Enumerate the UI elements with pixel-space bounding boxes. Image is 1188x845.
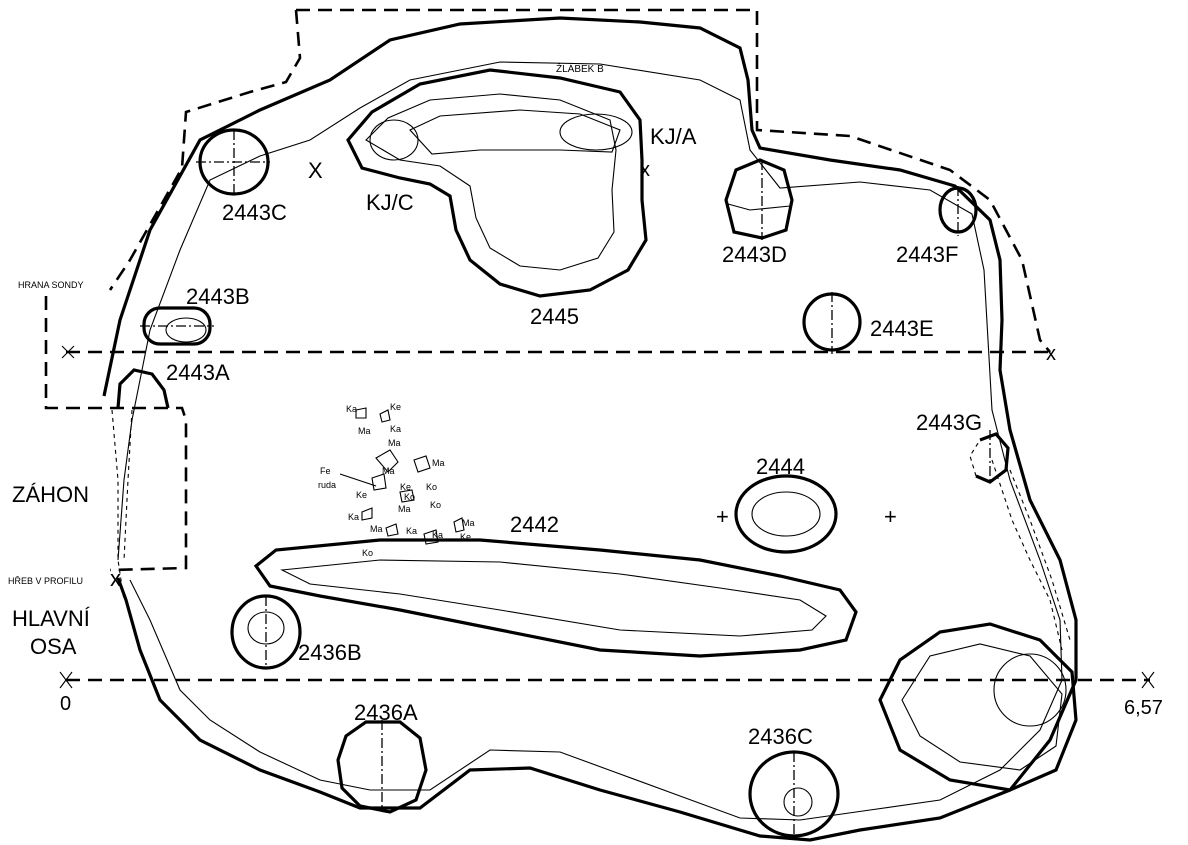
mark-x-top: X — [308, 158, 323, 183]
find-label: Ko — [362, 548, 373, 558]
find-label: ruda — [318, 480, 336, 490]
find-label: Ke — [390, 402, 401, 412]
mark-plus-left: + — [716, 504, 729, 529]
trench-edge — [44, 8, 1051, 572]
find-label: Ma — [358, 426, 371, 436]
label-2443c: 2443C — [222, 200, 287, 225]
label-2436c: 2436C — [748, 724, 813, 749]
label-zahon: ZÁHON — [12, 482, 89, 507]
feature-drop-shape — [878, 622, 1078, 792]
find-label: Ma — [370, 524, 383, 534]
feature-2443a — [116, 368, 170, 409]
label-osa: OSA — [30, 634, 77, 659]
feature-2436a — [336, 720, 428, 814]
find-label: Ke — [400, 482, 411, 492]
label-kj-c: KJ/C — [366, 190, 414, 215]
feature-2443c — [196, 128, 270, 196]
feature-2436c — [748, 750, 840, 838]
find-label: Ka — [432, 530, 443, 540]
feature-2443e — [802, 292, 862, 354]
main-pit — [102, 16, 1078, 842]
label-kj-a: KJ/A — [650, 124, 697, 149]
feature-2443g — [969, 430, 1010, 484]
mark-x-right: x — [1046, 343, 1056, 365]
label-2443d: 2443D — [722, 242, 787, 267]
find-label: Ko — [404, 492, 415, 502]
label-2442: 2442 — [510, 512, 559, 537]
label-2445: 2445 — [530, 304, 579, 329]
find-label: Ma — [432, 458, 445, 468]
label-axis-end: 6,57 — [1124, 697, 1163, 719]
label-2443b: 2443B — [186, 284, 250, 309]
mark-x-hreb: x — [110, 566, 121, 591]
feature-2443d — [724, 158, 794, 240]
label-2443f: 2443F — [896, 242, 958, 267]
feature-2436b — [230, 594, 302, 670]
label-2443e: 2443E — [870, 316, 934, 341]
label-axis-start: 0 — [60, 693, 71, 715]
label-2444: 2444 — [756, 454, 805, 479]
find-label: Ko — [426, 482, 437, 492]
find-label: Ma — [382, 466, 395, 476]
main-axis — [59, 345, 1155, 689]
label-2443a: 2443A — [166, 360, 230, 385]
find-label: Ka — [346, 404, 357, 414]
label-hrana-sondy: HRANA SONDY — [18, 280, 84, 290]
find-label: Ma — [388, 438, 401, 448]
find-label: Ka — [406, 526, 417, 536]
find-label: Fe — [320, 466, 331, 476]
feature-2442 — [253, 538, 858, 658]
label-zlabek-b: ŽLÁBEK B — [556, 62, 604, 75]
find-label: Ka — [390, 424, 401, 434]
feature-2443f — [938, 186, 978, 236]
finds-labels: Ka Ke Ma Ka Ma Ma Ma Ke Ko Ke Ko Ka Ma K… — [318, 402, 475, 558]
find-label: Ke — [356, 490, 367, 500]
find-label: Ke — [460, 532, 471, 542]
label-hlavni: HLAVNÍ — [12, 606, 91, 631]
feature-2444 — [734, 474, 838, 554]
feature-2445 — [346, 68, 648, 298]
find-label: Ma — [462, 518, 475, 528]
finds-cluster — [339, 407, 465, 545]
label-2443g: 2443G — [916, 410, 982, 435]
label-hreb: HŘEB V PROFILU — [8, 576, 83, 586]
mark-x-kja: x — [640, 159, 650, 181]
feature-2443b — [140, 306, 214, 346]
label-2436a: 2436A — [354, 700, 418, 725]
find-label: Ko — [430, 500, 441, 510]
find-label: Ma — [398, 504, 411, 514]
mark-plus-right: + — [884, 504, 897, 529]
find-label: Ka — [348, 512, 359, 522]
label-2436b: 2436B — [298, 640, 362, 665]
